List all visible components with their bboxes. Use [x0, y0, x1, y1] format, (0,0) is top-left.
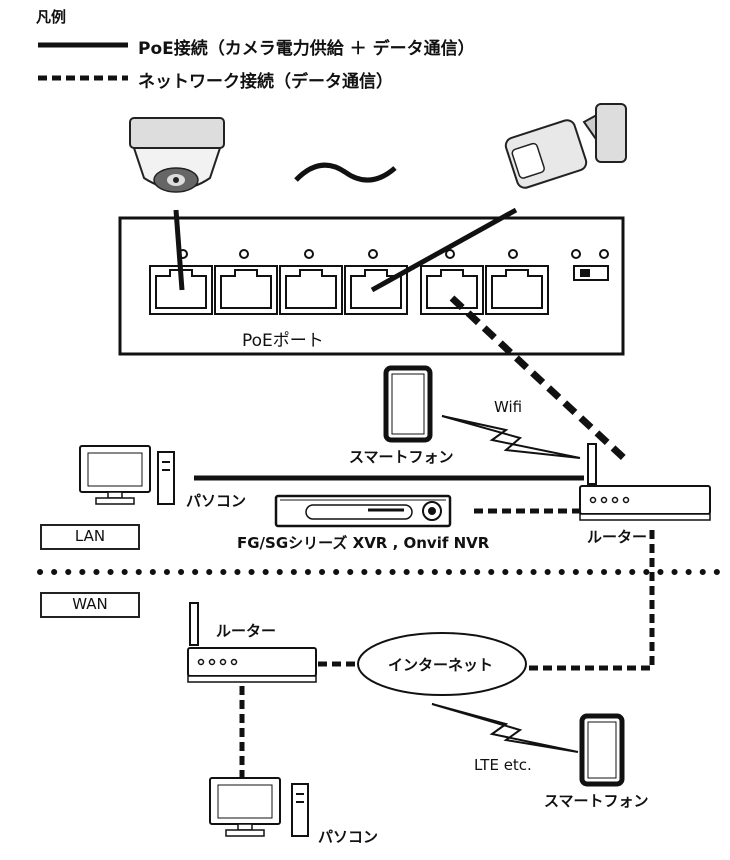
legend-title: 凡例	[36, 8, 67, 26]
poe-line-bullet	[370, 207, 518, 293]
rj45-port-icon	[344, 265, 408, 315]
rj45-port-icon	[149, 265, 213, 315]
rj45-port-icon	[420, 265, 484, 315]
nvr-label: FG/SGシリーズ XVR , Onvif NVR	[237, 534, 490, 552]
dip-switch-icon	[573, 265, 609, 281]
lan-zone-label: LAN	[40, 524, 140, 550]
lte-label: LTE etc.	[474, 756, 532, 774]
rj45-port-icon	[279, 265, 343, 315]
network-line-router-internet	[528, 530, 655, 671]
bullet-camera-icon	[504, 103, 627, 189]
pc-wan-label: パソコン	[318, 828, 379, 846]
pc-lan-label: パソコン	[186, 492, 247, 510]
smartphone-lan-icon	[383, 365, 433, 443]
router-wan-icon	[187, 602, 317, 683]
router-lan-icon	[579, 443, 711, 521]
nvr-device-icon	[274, 494, 452, 528]
rj45-port-icon	[485, 265, 549, 315]
pc-lan-icon	[79, 445, 175, 505]
pc-wan-icon	[209, 777, 309, 837]
poe-switch	[118, 216, 625, 356]
internet-ellipse	[357, 632, 527, 696]
internet-label: インターネット	[388, 656, 494, 674]
wifi-label: Wifi	[494, 398, 523, 416]
network-line-uplink	[449, 295, 629, 463]
smartphone-wan-label: スマートフォン	[544, 792, 649, 810]
legend-poe-label: PoE接続（カメラ電力供給 ＋ データ通信）	[138, 39, 475, 59]
smartphone-lan-label: スマートフォン	[349, 448, 454, 466]
lte-signal-icon	[431, 703, 579, 753]
rj45-port-icon	[214, 265, 278, 315]
router-wan-label: ルーター	[216, 622, 277, 640]
poe-line-dome	[173, 209, 185, 291]
dome-camera-icon	[129, 117, 225, 193]
tilde-symbol	[294, 162, 397, 183]
smartphone-wan-icon	[579, 713, 625, 787]
poe-port-label: PoEポート	[242, 331, 324, 351]
legend-network-label: ネットワーク接続（データ通信）	[138, 72, 393, 92]
router-lan-label: ルーター	[587, 528, 648, 546]
wifi-signal-icon	[441, 415, 581, 459]
wan-zone-label: WAN	[40, 592, 140, 618]
